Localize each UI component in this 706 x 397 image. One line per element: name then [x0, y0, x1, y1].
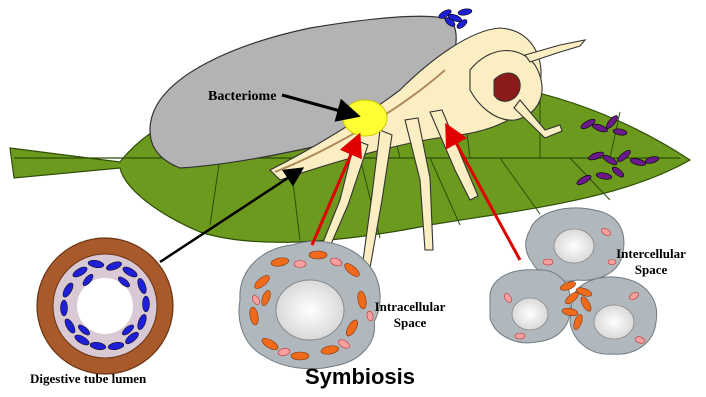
intercellular-cells	[490, 208, 657, 354]
intracellular-label-line2: Space	[370, 315, 450, 331]
bacteriome-label: Bacteriome	[208, 89, 276, 105]
intracellular-space-label: Intracellular Space	[370, 299, 450, 331]
intercellular-label-line1: Intercellular	[608, 246, 694, 262]
diagram-title: Symbiosis	[290, 364, 430, 390]
intercellular-label-line2: Space	[608, 262, 694, 278]
digestive-tube-section	[37, 238, 173, 374]
intracellular-label-line1: Intracellular	[370, 299, 450, 315]
bacteriome	[343, 100, 387, 136]
intercellular-space-label: Intercellular Space	[608, 246, 694, 278]
digestive-tube-lumen-label: Digestive tube lumen	[30, 371, 146, 387]
intracellular-cell	[239, 241, 380, 368]
